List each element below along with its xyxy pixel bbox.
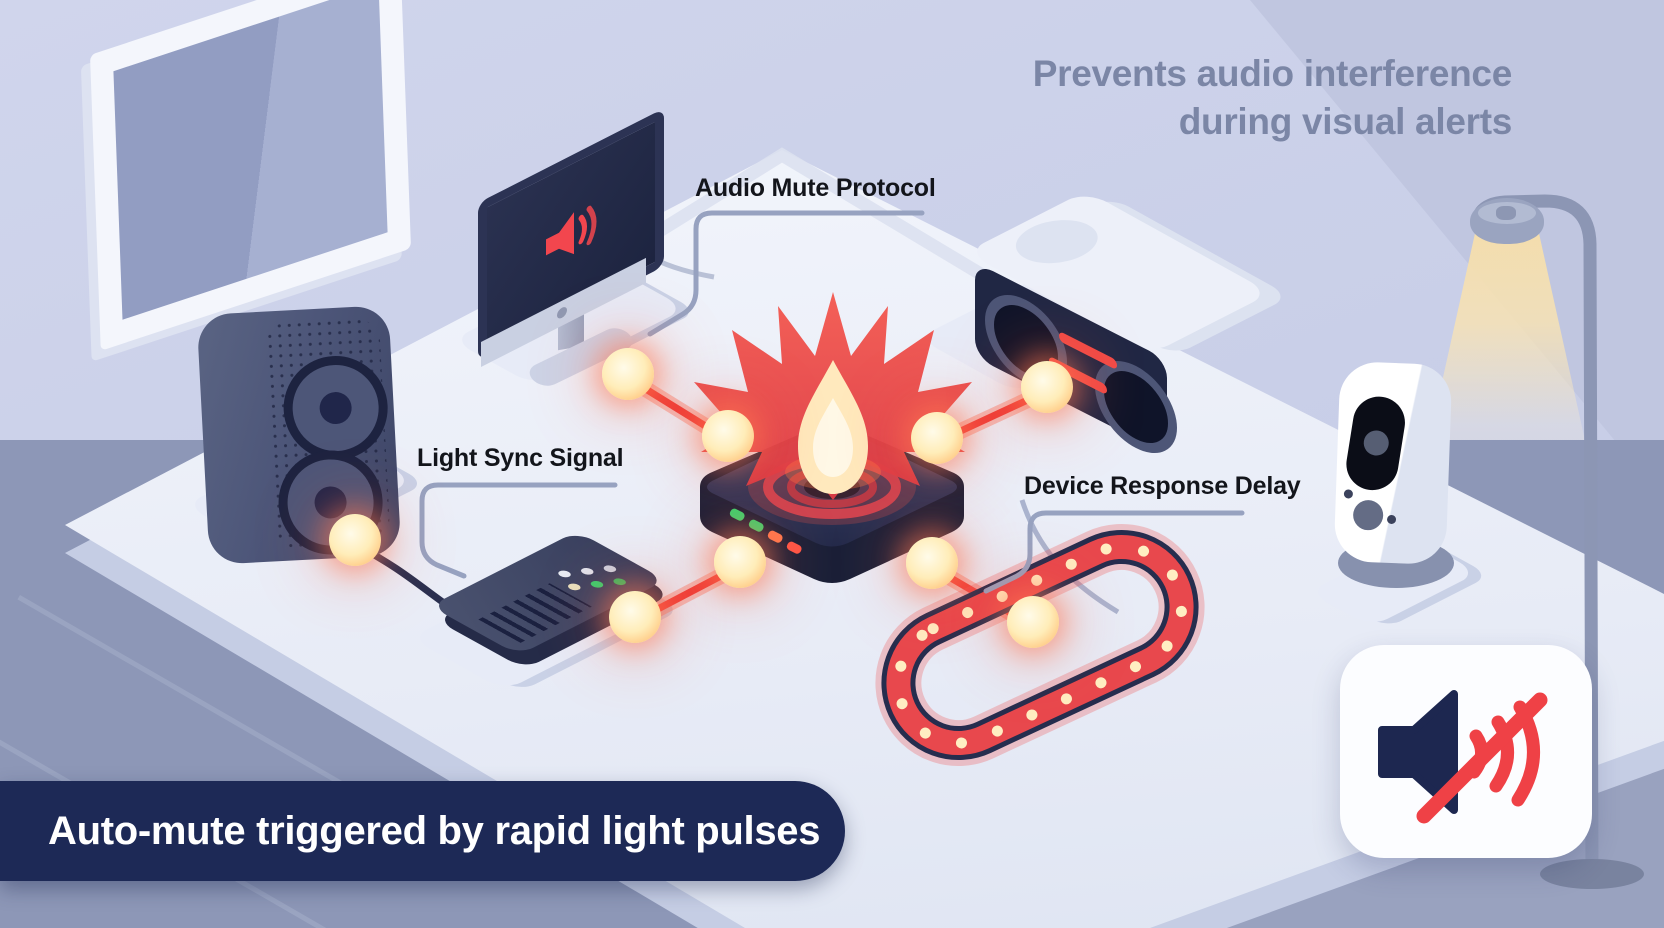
heading-line-1: Prevents audio interference xyxy=(1032,53,1513,94)
mute-badge-card xyxy=(1340,645,1592,858)
led-strip xyxy=(875,523,1205,767)
pulse-orb xyxy=(899,537,965,603)
pulse-orb xyxy=(595,348,661,414)
pulse-orb xyxy=(695,410,761,476)
callout-audio-mute: Audio Mute Protocol xyxy=(695,174,936,202)
callout-device-delay: Device Response Delay xyxy=(1024,472,1301,500)
audio-mute-connector xyxy=(647,210,925,337)
hub-status-leds xyxy=(729,508,802,554)
caption-text: Auto-mute triggered by rapid light pulse… xyxy=(48,808,821,853)
muted-speaker-slash-icon xyxy=(1378,689,1548,823)
pulse-orb xyxy=(1000,596,1066,662)
monitor xyxy=(478,108,664,361)
callout-connectors xyxy=(419,210,1245,594)
heading: Prevents audio interference during visua… xyxy=(952,50,1513,146)
lamp-shade xyxy=(1470,198,1544,244)
flame-alert-icon xyxy=(694,292,972,500)
callout-light-sync: Light Sync Signal xyxy=(417,444,624,472)
lamp-base xyxy=(1540,859,1644,889)
caption-banner: Auto-mute triggered by rapid light pulse… xyxy=(0,781,845,881)
pulse-orb xyxy=(904,412,970,478)
device-delay-connector xyxy=(983,510,1245,594)
pulse-orb xyxy=(707,536,773,602)
heading-line-2: during visual alerts xyxy=(1178,101,1513,142)
pulse-orb xyxy=(322,514,388,580)
lamp-shade-notch xyxy=(1496,206,1516,220)
pulse-orb xyxy=(602,591,668,657)
speaker-mute-icon xyxy=(546,205,597,256)
pulse-orb xyxy=(1014,361,1080,427)
light-sync-connector xyxy=(419,482,618,579)
